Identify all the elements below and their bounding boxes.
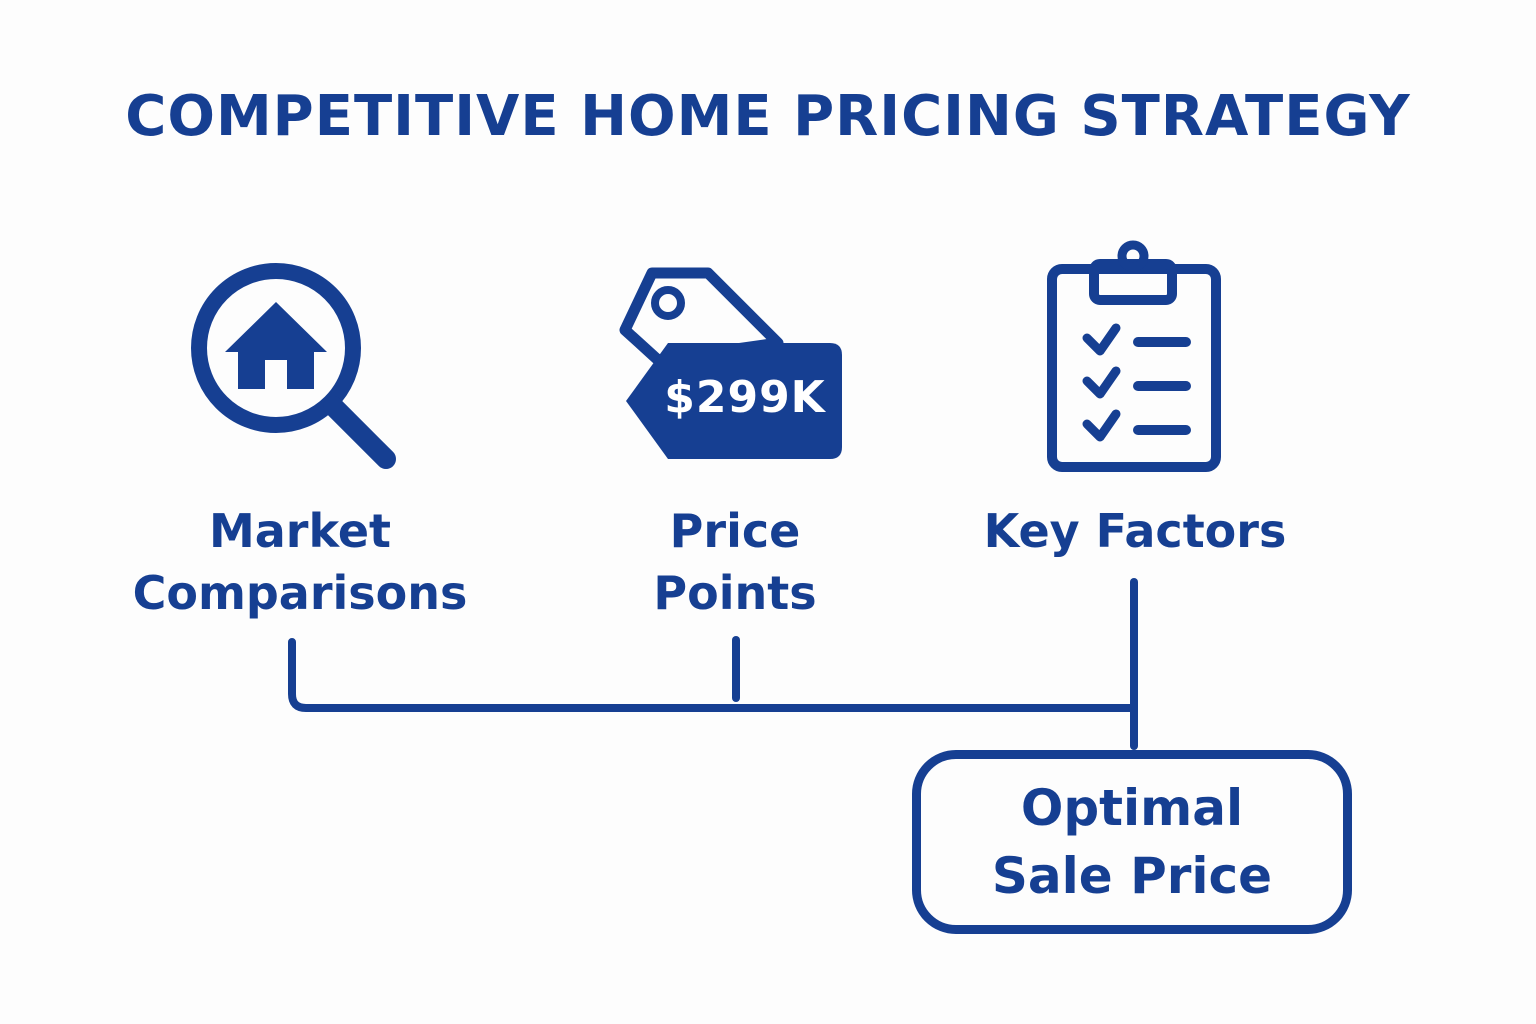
clipboard-checklist-icon bbox=[1047, 240, 1221, 472]
label-line: Key Factors bbox=[983, 504, 1287, 558]
label-line: Market bbox=[208, 504, 392, 558]
node-label-price-points: Price Points bbox=[585, 500, 885, 624]
result-box-optimal-sale-price: Optimal Sale Price bbox=[912, 750, 1352, 934]
price-tag-label: $299K bbox=[664, 372, 826, 423]
result-line: Optimal bbox=[1020, 779, 1244, 837]
node-label-market-comparisons: Market Comparisons bbox=[100, 500, 500, 624]
node-label-key-factors: Key Factors bbox=[935, 500, 1335, 562]
label-line: Points bbox=[653, 566, 817, 620]
price-tag-icon bbox=[619, 267, 842, 459]
diagram-title: COMPETITIVE HOME PRICING STRATEGY bbox=[125, 84, 1411, 149]
magnifier-house-icon bbox=[191, 263, 396, 469]
connector-lines bbox=[288, 578, 1138, 750]
label-line: Comparisons bbox=[132, 566, 468, 620]
label-line: Price bbox=[669, 504, 801, 558]
result-line: Sale Price bbox=[991, 847, 1273, 905]
connector-market bbox=[288, 638, 1136, 712]
